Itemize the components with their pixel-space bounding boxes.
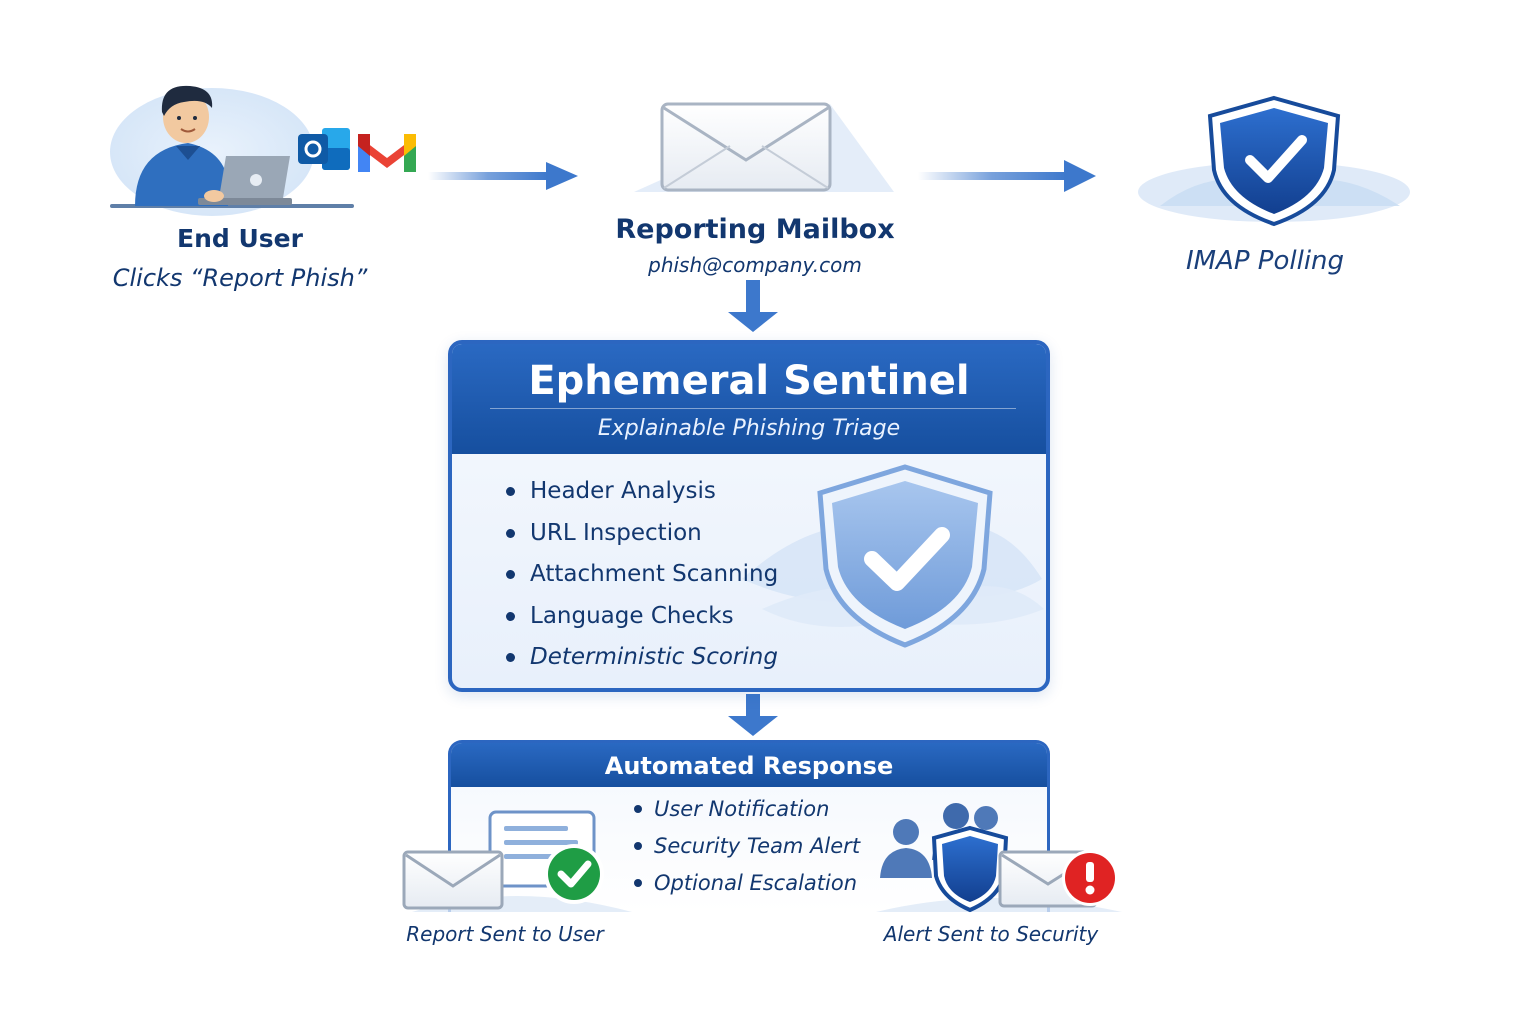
list-item: Deterministic Scoring xyxy=(502,640,778,682)
flow-arrow-down-2 xyxy=(728,694,778,736)
flow-arrow-2 xyxy=(918,160,1096,192)
envelope-icon xyxy=(634,102,894,192)
feature-list: Header Analysis URL Inspection Attachmen… xyxy=(502,474,778,682)
shield-icon xyxy=(931,825,1009,913)
report-to-user-illustration xyxy=(402,810,632,912)
bullet xyxy=(634,805,642,813)
ephemeral-sentinel-card: Ephemeral Sentinel Explainable Phishing … xyxy=(448,340,1050,692)
check-circle-icon xyxy=(544,844,604,904)
list-item: Security Team Alert xyxy=(630,833,860,870)
end-user-subtitle: Clicks “Report Phish” xyxy=(112,264,368,292)
report-sent-caption: Report Sent to User xyxy=(406,922,604,946)
bullet xyxy=(634,879,642,887)
card-header: Ephemeral Sentinel Explainable Phishing … xyxy=(452,344,1046,454)
end-user-title: End User xyxy=(177,224,303,253)
card-title: Ephemeral Sentinel xyxy=(528,358,970,404)
flow-arrow-1 xyxy=(428,162,578,190)
flow-arrow-down-1 xyxy=(728,280,778,332)
bullet xyxy=(506,487,515,496)
card-subtitle: Explainable Phishing Triage xyxy=(597,416,901,441)
header-divider xyxy=(490,408,1016,409)
imap-polling-label: IMAP Polling xyxy=(1185,246,1345,276)
shield-check-icon xyxy=(742,464,1044,648)
bullet xyxy=(506,528,515,538)
outlook-icon xyxy=(298,128,350,170)
response-header: Automated Response xyxy=(451,743,1047,787)
alert-to-security-illustration xyxy=(876,803,1122,913)
bullet xyxy=(634,842,642,850)
shield-check-icon xyxy=(1138,95,1410,227)
envelope-icon xyxy=(402,850,504,910)
list-item: User Notification xyxy=(630,796,860,833)
list-item: Attachment Scanning xyxy=(502,557,778,599)
list-item: URL Inspection xyxy=(502,516,778,558)
reporting-mailbox-address: phish@company.com xyxy=(648,253,862,277)
gmail-icon xyxy=(358,134,416,172)
bullet xyxy=(506,570,515,579)
list-item: Header Analysis xyxy=(502,474,778,516)
alert-circle-icon xyxy=(1062,850,1118,906)
list-item: Optional Escalation xyxy=(630,870,860,907)
bullet xyxy=(506,653,515,662)
user-at-laptop-icon xyxy=(110,85,354,216)
reporting-mailbox-title: Reporting Mailbox xyxy=(615,214,895,245)
alert-sent-caption: Alert Sent to Security xyxy=(883,922,1099,946)
list-item: Language Checks xyxy=(502,599,778,641)
response-action-list: User Notification Security Team Alert Op… xyxy=(630,796,860,907)
bullet xyxy=(506,611,515,621)
response-title: Automated Response xyxy=(604,752,894,780)
